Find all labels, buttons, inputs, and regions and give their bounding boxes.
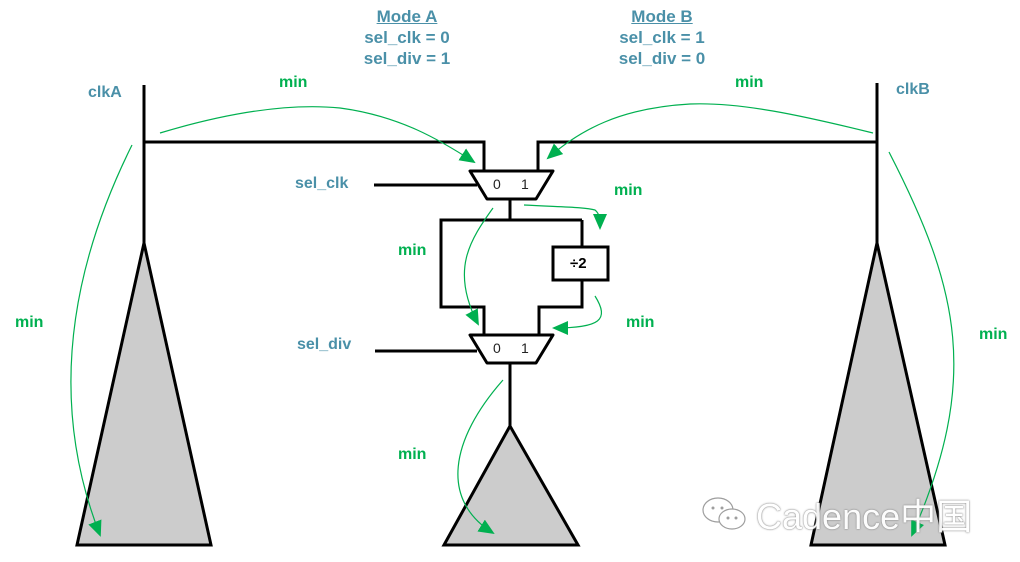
arrow-mux1-to-mux2 [463,207,494,326]
clock-tree-b [809,242,947,547]
min-label-div-out: min [626,314,655,331]
arrow-clkb-to-mux [546,103,874,160]
watermark-text: Cadence中国 [756,496,973,537]
min-label-bypass: min [398,242,427,259]
mode-b-sel-clk: sel_clk = 1 [619,28,705,47]
mode-a-sel-clk: sel_clk = 0 [364,28,450,47]
sel-div-label: sel_div [297,336,352,353]
clkb-to-mux-wire [536,140,877,171]
clka-to-mux-wire [144,140,486,171]
arrow-mux1-to-div [523,204,607,230]
sel-clk-label: sel_clk [295,175,349,192]
mux1-input1-label: 1 [521,176,529,192]
clka-label: clkA [88,84,122,101]
min-label-out-tree: min [398,446,427,463]
min-label-clka-tree: min [15,314,44,331]
arrow-clkb-tree [888,151,955,537]
clock-tree-a [75,242,213,547]
mode-a-title: Mode A [376,7,438,26]
mode-b-block: Mode B sel_clk = 1 sel_div = 0 [607,6,717,69]
clock-tree-out [441,422,581,547]
arrow-clka-tree [70,144,133,537]
min-label-clkb-path: min [735,74,764,91]
bypass-wire [439,218,582,335]
div-out-wire [537,280,584,335]
mux2-input0-label: 0 [493,340,501,356]
wechat-icon [702,497,746,530]
min-label-clka-path: min [279,74,308,91]
mode-b-sel-div: sel_div = 0 [618,49,706,68]
arrow-div-to-mux2 [552,295,603,335]
divider-select-mux [468,333,555,365]
divider-label: ÷2 [570,255,587,272]
arrow-clka-to-mux [159,106,476,164]
min-label-div-in: min [614,182,643,199]
mux2-input1-label: 1 [521,340,529,356]
clkb-label: clkB [896,81,930,98]
mode-b-title: Mode B [631,7,693,26]
min-label-clkb-tree: min [979,326,1008,343]
clock-select-mux [468,169,555,201]
mode-a-block: Mode A sel_clk = 0 sel_div = 1 [352,6,462,69]
mux1-input0-label: 0 [493,176,501,192]
watermark: Cadence中国 [700,488,972,540]
divide-by-2-block [551,245,610,282]
arrow-mux2-to-tree [457,379,504,535]
mode-a-sel-div: sel_div = 1 [363,49,451,68]
